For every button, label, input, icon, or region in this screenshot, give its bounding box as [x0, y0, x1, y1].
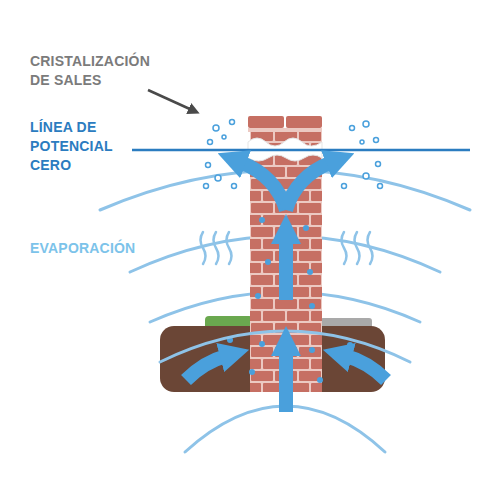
illustration-part [376, 162, 381, 167]
illustration-part [148, 90, 192, 110]
illustration-part [363, 121, 369, 127]
illustration-part [215, 175, 221, 181]
illustration-part [259, 217, 265, 223]
illustration-part [317, 377, 323, 383]
illustration-part [240, 162, 286, 210]
process-label: EVAPORACIÓN [30, 239, 170, 258]
illustration-part [360, 140, 364, 144]
illustration-part [132, 149, 470, 152]
illustration-part [248, 116, 284, 128]
illustration-part [368, 232, 373, 264]
illustration-part [378, 184, 383, 189]
illustration-part [286, 162, 332, 210]
zero-potential-line [132, 150, 470, 151]
illustration-part [259, 341, 265, 347]
illustration-part [286, 116, 322, 128]
illustration-part [309, 303, 315, 309]
illustration-part [227, 232, 232, 264]
illustration-part [346, 356, 386, 380]
illustration-part [204, 184, 209, 189]
line-label: LÍNEA DE POTENCIAL CERO [30, 118, 130, 175]
moisture-arrows [186, 162, 386, 412]
illustration-part [342, 184, 347, 189]
illustration-part [248, 128, 322, 132]
illustration-part [230, 120, 235, 125]
illustration-part [279, 350, 293, 412]
illustration-part [355, 232, 360, 264]
illustration-part [206, 163, 211, 168]
illustration-part [279, 238, 293, 300]
illustration-part [201, 232, 206, 264]
illustration-part [208, 140, 213, 145]
leader-arrow [148, 90, 192, 110]
illustration-part [374, 138, 379, 143]
illustration-part [309, 347, 315, 353]
illustration-part [186, 356, 226, 380]
illustration-part [222, 135, 226, 139]
illustration-part [213, 125, 219, 131]
illustration-part [214, 232, 219, 264]
illustration-part [363, 173, 369, 179]
illustration-part [255, 293, 261, 299]
salt-crystals [204, 120, 383, 189]
illustration-part [347, 342, 353, 348]
illustration-part [342, 232, 347, 264]
illustration-part [307, 269, 313, 275]
illustration-part [185, 406, 385, 452]
illustration-part [232, 184, 237, 189]
illustration-part [303, 225, 309, 231]
illustration-part [350, 126, 355, 131]
callout-label: CRISTALIZACIÓN DE SALES [30, 52, 162, 90]
illustration-part [249, 369, 255, 375]
illustration-part [265, 259, 271, 265]
